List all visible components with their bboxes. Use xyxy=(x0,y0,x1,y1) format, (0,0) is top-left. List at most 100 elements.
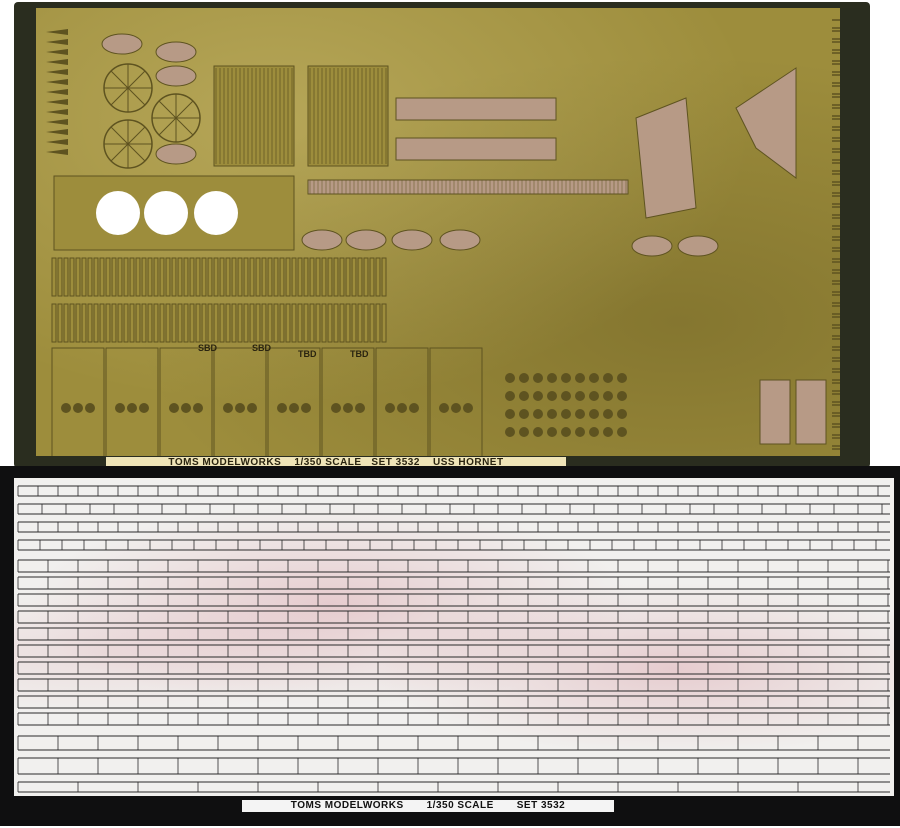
ribbed-panel xyxy=(307,65,389,167)
aircraft-panel xyxy=(375,347,429,456)
round-part xyxy=(519,427,529,437)
vertical-bar xyxy=(303,303,309,343)
vertical-bar xyxy=(315,257,321,297)
mesh-oval xyxy=(155,65,197,87)
vertical-bar xyxy=(297,257,303,297)
aircraft-label-tbd-2: TBD xyxy=(350,349,369,359)
mesh-oval xyxy=(677,235,719,257)
vertical-bar xyxy=(381,303,387,343)
aircraft-part xyxy=(397,403,407,413)
vertical-bar xyxy=(195,303,201,343)
vertical-bar xyxy=(57,303,63,343)
round-part xyxy=(519,391,529,401)
mesh-oval xyxy=(345,229,387,251)
vertical-bar xyxy=(153,257,159,297)
aircraft-part xyxy=(115,403,125,413)
aircraft-part xyxy=(235,403,245,413)
ladder-rung xyxy=(832,239,840,249)
vertical-bar xyxy=(279,303,285,343)
vertical-bar xyxy=(351,303,357,343)
mesh-oval xyxy=(155,143,197,165)
vertical-bar xyxy=(165,303,171,343)
ladder-rung xyxy=(832,261,840,271)
small-part xyxy=(46,139,68,145)
vertical-bar xyxy=(333,303,339,343)
brass-photoetch-fret: TOMS MODELWORKS 1/350 SCALE SET 3532 USS… xyxy=(14,2,870,469)
ladder-rung xyxy=(832,393,840,403)
wheel-spoke xyxy=(110,70,146,106)
small-part xyxy=(46,39,68,45)
ladder-rung xyxy=(832,52,840,62)
vertical-bar xyxy=(279,257,285,297)
vertical-bar xyxy=(135,257,141,297)
vertical-bar xyxy=(81,303,87,343)
vertical-bar xyxy=(369,303,375,343)
aircraft-part xyxy=(181,403,191,413)
round-part xyxy=(575,409,585,419)
vertical-bar xyxy=(117,303,123,343)
ladder-rung xyxy=(832,74,840,84)
vertical-bar xyxy=(69,303,75,343)
vertical-bar xyxy=(243,257,249,297)
vertical-bar xyxy=(243,303,249,343)
vertical-bar xyxy=(267,257,273,297)
mesh-grid xyxy=(759,379,791,445)
aircraft-part xyxy=(139,403,149,413)
round-part xyxy=(561,409,571,419)
hole xyxy=(144,191,188,235)
mesh-grid xyxy=(795,379,827,445)
hull-mesh xyxy=(395,97,557,121)
round-part xyxy=(547,409,557,419)
aircraft-panel xyxy=(159,347,213,456)
vertical-bar xyxy=(129,303,135,343)
vertical-bar xyxy=(183,303,189,343)
ladder-rung xyxy=(832,118,840,128)
ribbed-panel xyxy=(213,65,295,167)
vertical-bar xyxy=(123,257,129,297)
mesh-fan xyxy=(735,67,797,179)
ladder-rung xyxy=(832,140,840,150)
vertical-bar xyxy=(357,303,363,343)
vertical-bar xyxy=(207,303,213,343)
vertical-bar xyxy=(123,303,129,343)
vertical-bar xyxy=(363,257,369,297)
round-part xyxy=(533,391,543,401)
mesh-oval xyxy=(155,41,197,63)
mesh-oval xyxy=(631,235,673,257)
brass-parts-field xyxy=(36,8,840,456)
brass-parts-drawing xyxy=(46,19,840,456)
round-part xyxy=(547,373,557,383)
ladder-rung xyxy=(832,250,840,260)
round-part xyxy=(589,409,599,419)
vertical-bar xyxy=(171,257,177,297)
vertical-bar xyxy=(231,257,237,297)
hole xyxy=(96,191,140,235)
vertical-bar xyxy=(309,303,315,343)
round-part xyxy=(519,373,529,383)
vertical-bar xyxy=(267,303,273,343)
vertical-bar xyxy=(285,303,291,343)
vertical-bar xyxy=(351,257,357,297)
small-part xyxy=(46,69,68,75)
round-part xyxy=(561,373,571,383)
vertical-bar xyxy=(225,257,231,297)
round-part xyxy=(505,373,515,383)
aircraft-part xyxy=(85,403,95,413)
round-part xyxy=(505,391,515,401)
ladder-rung xyxy=(832,19,840,29)
round-part xyxy=(603,391,613,401)
round-part xyxy=(603,409,613,419)
vertical-bar xyxy=(129,257,135,297)
vertical-bar xyxy=(297,303,303,343)
small-part xyxy=(46,59,68,65)
vertical-bar xyxy=(237,257,243,297)
vertical-bar xyxy=(381,257,387,297)
vertical-bar xyxy=(177,303,183,343)
aircraft-part xyxy=(343,403,353,413)
vertical-bar xyxy=(63,257,69,297)
aircraft-panel xyxy=(429,347,483,456)
vertical-bar xyxy=(93,303,99,343)
aircraft-part xyxy=(439,403,449,413)
vertical-bar xyxy=(213,257,219,297)
ladder-rung xyxy=(832,382,840,392)
